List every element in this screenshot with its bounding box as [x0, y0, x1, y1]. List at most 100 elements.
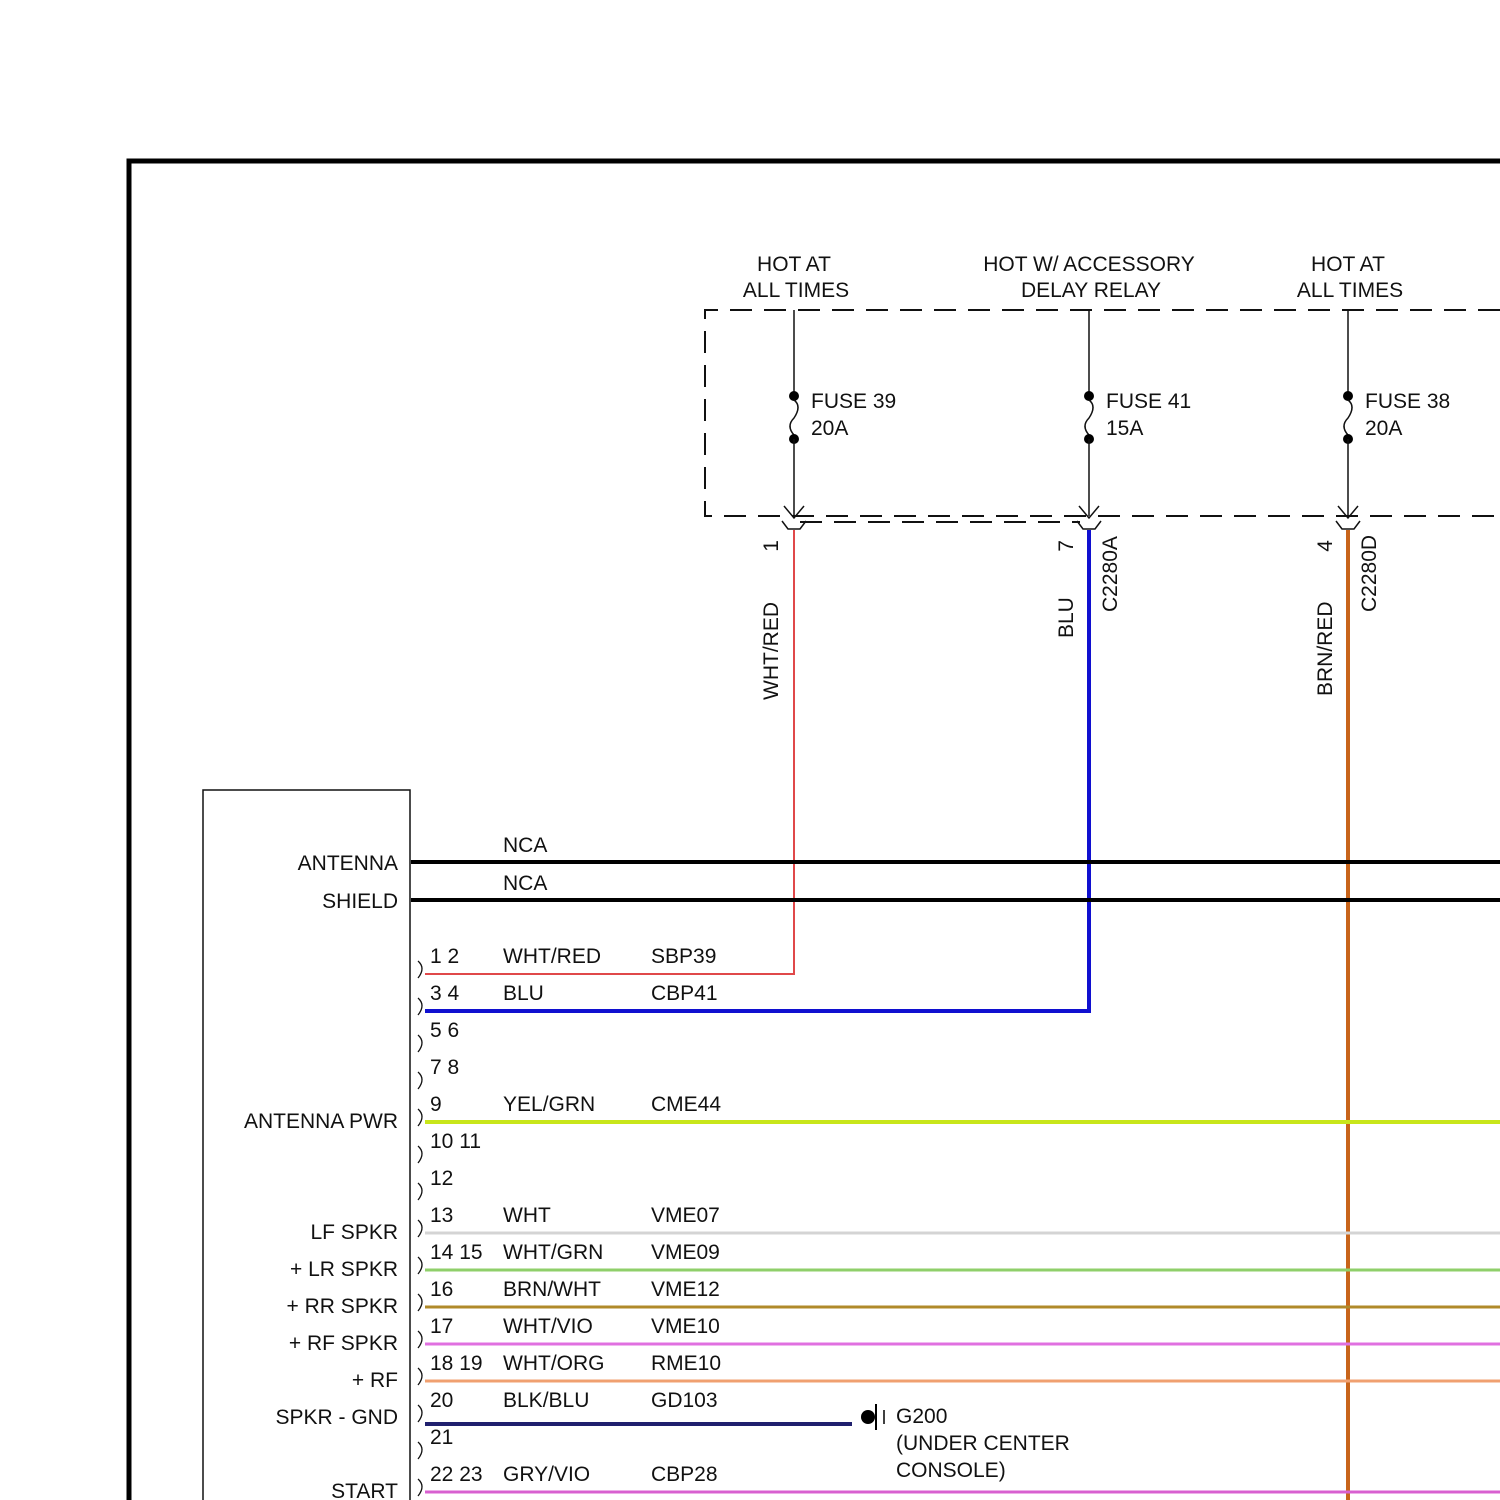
- fuse-name: FUSE 38: [1365, 390, 1450, 413]
- pin-numbers: 18 19: [430, 1352, 483, 1375]
- module-terminal-label: + RF SPKR: [289, 1332, 398, 1355]
- fuse-rating: 15A: [1106, 417, 1143, 440]
- pin-number: 7: [1055, 540, 1078, 552]
- fuse-icon: [1343, 399, 1353, 436]
- pin-row: 12: [417, 1167, 453, 1201]
- connector-bracket-icon: [417, 1071, 423, 1090]
- module-terminal-label: SHIELD: [322, 890, 398, 913]
- circuit-id: VME10: [651, 1315, 720, 1338]
- source-label-line2: ALL TIMES: [743, 279, 849, 302]
- arrow-down-icon: [783, 505, 805, 520]
- wire-color: BLK/BLU: [503, 1389, 589, 1412]
- wire-color: WHT/GRN: [503, 1241, 603, 1264]
- pin-numbers: 7 8: [430, 1056, 459, 1079]
- pin-row: 14 15 + LR SPKR WHT/GRN VME09: [290, 1241, 1500, 1281]
- coax-wire-label: NCA: [503, 834, 547, 857]
- arrow-down-icon: [1078, 505, 1100, 520]
- pin-numbers: 17: [430, 1315, 453, 1338]
- connector-bracket-icon: [417, 997, 423, 1016]
- connector-bracket-icon: [417, 1441, 423, 1460]
- pin-numbers: 21: [430, 1426, 453, 1449]
- fuse-rating: 20A: [1365, 417, 1402, 440]
- connector-pin-icon: [1335, 520, 1361, 530]
- source-label-line2: ALL TIMES: [1297, 279, 1403, 302]
- pin-row: 21: [417, 1426, 453, 1460]
- connector-bracket-icon: [417, 1034, 423, 1053]
- module-terminal-label: LF SPKR: [310, 1221, 398, 1244]
- pin-numbers: 14 15: [430, 1241, 483, 1264]
- pin-numbers: 5 6: [430, 1019, 459, 1042]
- wire-color: WHT/ORG: [503, 1352, 604, 1375]
- module-terminal-label: + RR SPKR: [287, 1295, 398, 1318]
- connector-bracket-icon: [417, 1108, 423, 1127]
- pin-row: 7 8: [417, 1056, 459, 1090]
- coax-wire-label: NCA: [503, 872, 547, 895]
- wire-color: WHT/VIO: [503, 1315, 593, 1338]
- pin-row: 5 6: [417, 1019, 459, 1053]
- module-terminal-label: START: [331, 1480, 398, 1500]
- connector-bracket-icon: [417, 960, 423, 979]
- fuse-terminal: [1343, 391, 1353, 401]
- circuit-id: VME07: [651, 1204, 720, 1227]
- module-terminal-label: SPKR - GND: [275, 1406, 398, 1429]
- ground-id: G200: [896, 1405, 947, 1428]
- circuit-id: CME44: [651, 1093, 721, 1116]
- connector-label: C2280D: [1358, 535, 1381, 612]
- source-label-line1: HOT AT: [757, 253, 831, 276]
- connector-bracket-icon: [417, 1145, 423, 1164]
- pin-numbers: 16: [430, 1278, 453, 1301]
- fuse-name: FUSE 41: [1106, 390, 1191, 413]
- pin-numbers: 13: [430, 1204, 453, 1227]
- circuit-id: VME09: [651, 1241, 720, 1264]
- pin-numbers: 1 2: [430, 945, 459, 968]
- wire-wht-red[interactable]: [425, 530, 795, 975]
- connector-pin-icon: [1076, 520, 1102, 530]
- fuse-icon: [789, 399, 799, 436]
- connector-label: C2280A: [1099, 536, 1122, 612]
- coax-shield: SHIELD NCA: [322, 872, 1500, 913]
- circuit-id: VME12: [651, 1278, 720, 1301]
- pin-row: 17 + RF SPKR WHT/VIO VME10: [289, 1315, 1500, 1355]
- fuse-box-outline: [704, 309, 1500, 517]
- pin-number: 1: [760, 540, 783, 552]
- wire-color: WHT: [503, 1204, 551, 1227]
- wire-color: WHT/RED: [503, 945, 601, 968]
- wire-color-label: BLU: [1055, 597, 1078, 638]
- connector-bracket-icon: [417, 1293, 423, 1312]
- connector-bracket-icon: [417, 1182, 423, 1201]
- connector-bracket-icon: [417, 1219, 423, 1238]
- pin-numbers: 3 4: [430, 982, 460, 1005]
- connector-bracket-icon: [417, 1330, 423, 1349]
- pin-row: 13 LF SPKR WHT VME07: [310, 1204, 1500, 1244]
- wire-blu[interactable]: [425, 530, 1091, 1013]
- wire-color: YEL/GRN: [503, 1093, 595, 1116]
- ground-g200: G200 (UNDER CENTER CONSOLE): [861, 1404, 1070, 1482]
- circuit-id: CBP41: [651, 982, 718, 1005]
- source-label-line2: DELAY RELAY: [1021, 279, 1161, 302]
- pin-numbers: 20: [430, 1389, 453, 1412]
- ground-location-line2: CONSOLE): [896, 1459, 1006, 1482]
- connector-bracket-icon: [417, 1367, 423, 1386]
- wire-color-label: WHT/RED: [760, 602, 783, 700]
- fuse-terminal: [789, 391, 799, 401]
- module-terminal-label: + LR SPKR: [290, 1258, 398, 1281]
- module-terminal-label: + RF: [352, 1369, 398, 1392]
- pin-numbers: 12: [430, 1167, 453, 1190]
- pin-numbers: 10 11: [430, 1130, 481, 1153]
- wire-color: GRY/VIO: [503, 1463, 590, 1486]
- source-label-line1: HOT AT: [1311, 253, 1385, 276]
- connector-pin-icon: [781, 520, 807, 530]
- radio-module: [202, 789, 411, 1500]
- module-terminal-label: ANTENNA: [298, 852, 398, 875]
- pin-number: 4: [1314, 540, 1337, 552]
- pin-numbers: 9: [430, 1093, 442, 1116]
- fuse-terminal: [1084, 391, 1094, 401]
